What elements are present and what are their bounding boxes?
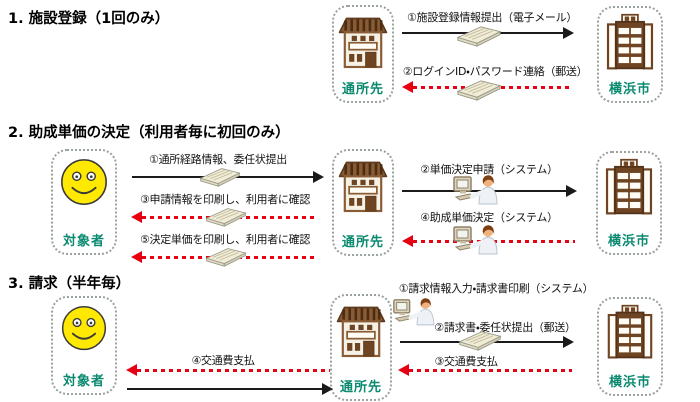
entity-facility-s2: 通所先 (332, 149, 394, 256)
entity-city-s1: 横浜市 (597, 6, 663, 103)
city-building-icon (605, 158, 653, 215)
section3-title: 3. 請求（半年毎） (8, 276, 131, 292)
shop-icon (338, 161, 388, 213)
arrow-left-s3-3 (398, 364, 572, 376)
entity-label-city: 横浜市 (607, 233, 650, 249)
entity-label-facility: 通所先 (341, 234, 384, 250)
shop-icon (336, 306, 386, 358)
city-building-icon (607, 304, 653, 359)
document-stack-icon (457, 26, 501, 47)
arrow-label-s3-1: ①請求情報入力・請求書印刷（システム） (398, 282, 594, 295)
entity-city-s3: 横浜市 (597, 297, 663, 396)
smiley-user-icon (61, 305, 107, 351)
person-at-computer-icon (452, 221, 508, 255)
entity-user-s2: 対象者 (51, 149, 117, 255)
entity-label-facility: 通所先 (339, 379, 382, 395)
arrow-label-s3-3: ③交通費支払 (434, 355, 498, 368)
entity-user-s3: 対象者 (51, 296, 117, 395)
arrow-label-s3-2: ②請求書・委任状提出（郵送） (434, 321, 576, 334)
entity-facility-s1: 通所先 (332, 5, 394, 103)
smiley-user-icon (60, 158, 108, 206)
entity-facility-s3: 通所先 (330, 294, 392, 401)
entity-label-city: 横浜市 (608, 374, 651, 390)
entity-city-s2: 横浜市 (596, 151, 662, 255)
entity-label-facility: 通所先 (341, 81, 384, 97)
arrow-label-s2-3: ③申請情報を印刷し、利用者に確認 (139, 193, 311, 206)
document-stack-icon (206, 208, 246, 227)
arrow-label-s2-1: ①通所経路情報、委任状提出 (149, 153, 287, 166)
document-stack-icon (457, 80, 501, 101)
arrow-label-s3-4: ④交通費支払 (191, 354, 255, 367)
arrow-label-s1-1: ①施設登録情報提出（電子メール） (406, 11, 578, 24)
shop-icon (338, 17, 388, 69)
arrow-left-s3-4 (126, 364, 330, 376)
document-stack-icon (459, 331, 501, 351)
person-at-computer-icon (452, 171, 508, 205)
arrow-label-s1-2: ②ログインID・パスワード連絡（郵送） (402, 65, 588, 78)
arrow-right-s3-unlabeled (127, 383, 333, 395)
section2-title: 2. 助成単価の決定（利用者毎に初回のみ） (8, 125, 290, 141)
section1-title: 1. 施設登録（1回のみ） (8, 11, 170, 27)
entity-label-user: 対象者 (62, 373, 105, 389)
entity-label-user: 対象者 (62, 233, 105, 249)
arrow-label-s2-4: ④助成単価決定（システム） (420, 211, 558, 224)
entity-label-city: 横浜市 (608, 81, 651, 97)
arrow-label-s2-2: ②単価決定申請（システム） (420, 163, 558, 176)
city-building-icon (606, 13, 654, 70)
document-stack-icon (206, 248, 246, 267)
document-stack-icon (200, 168, 240, 187)
arrow-label-s2-5: ⑤決定単価を印刷し、利用者に確認 (139, 233, 311, 246)
